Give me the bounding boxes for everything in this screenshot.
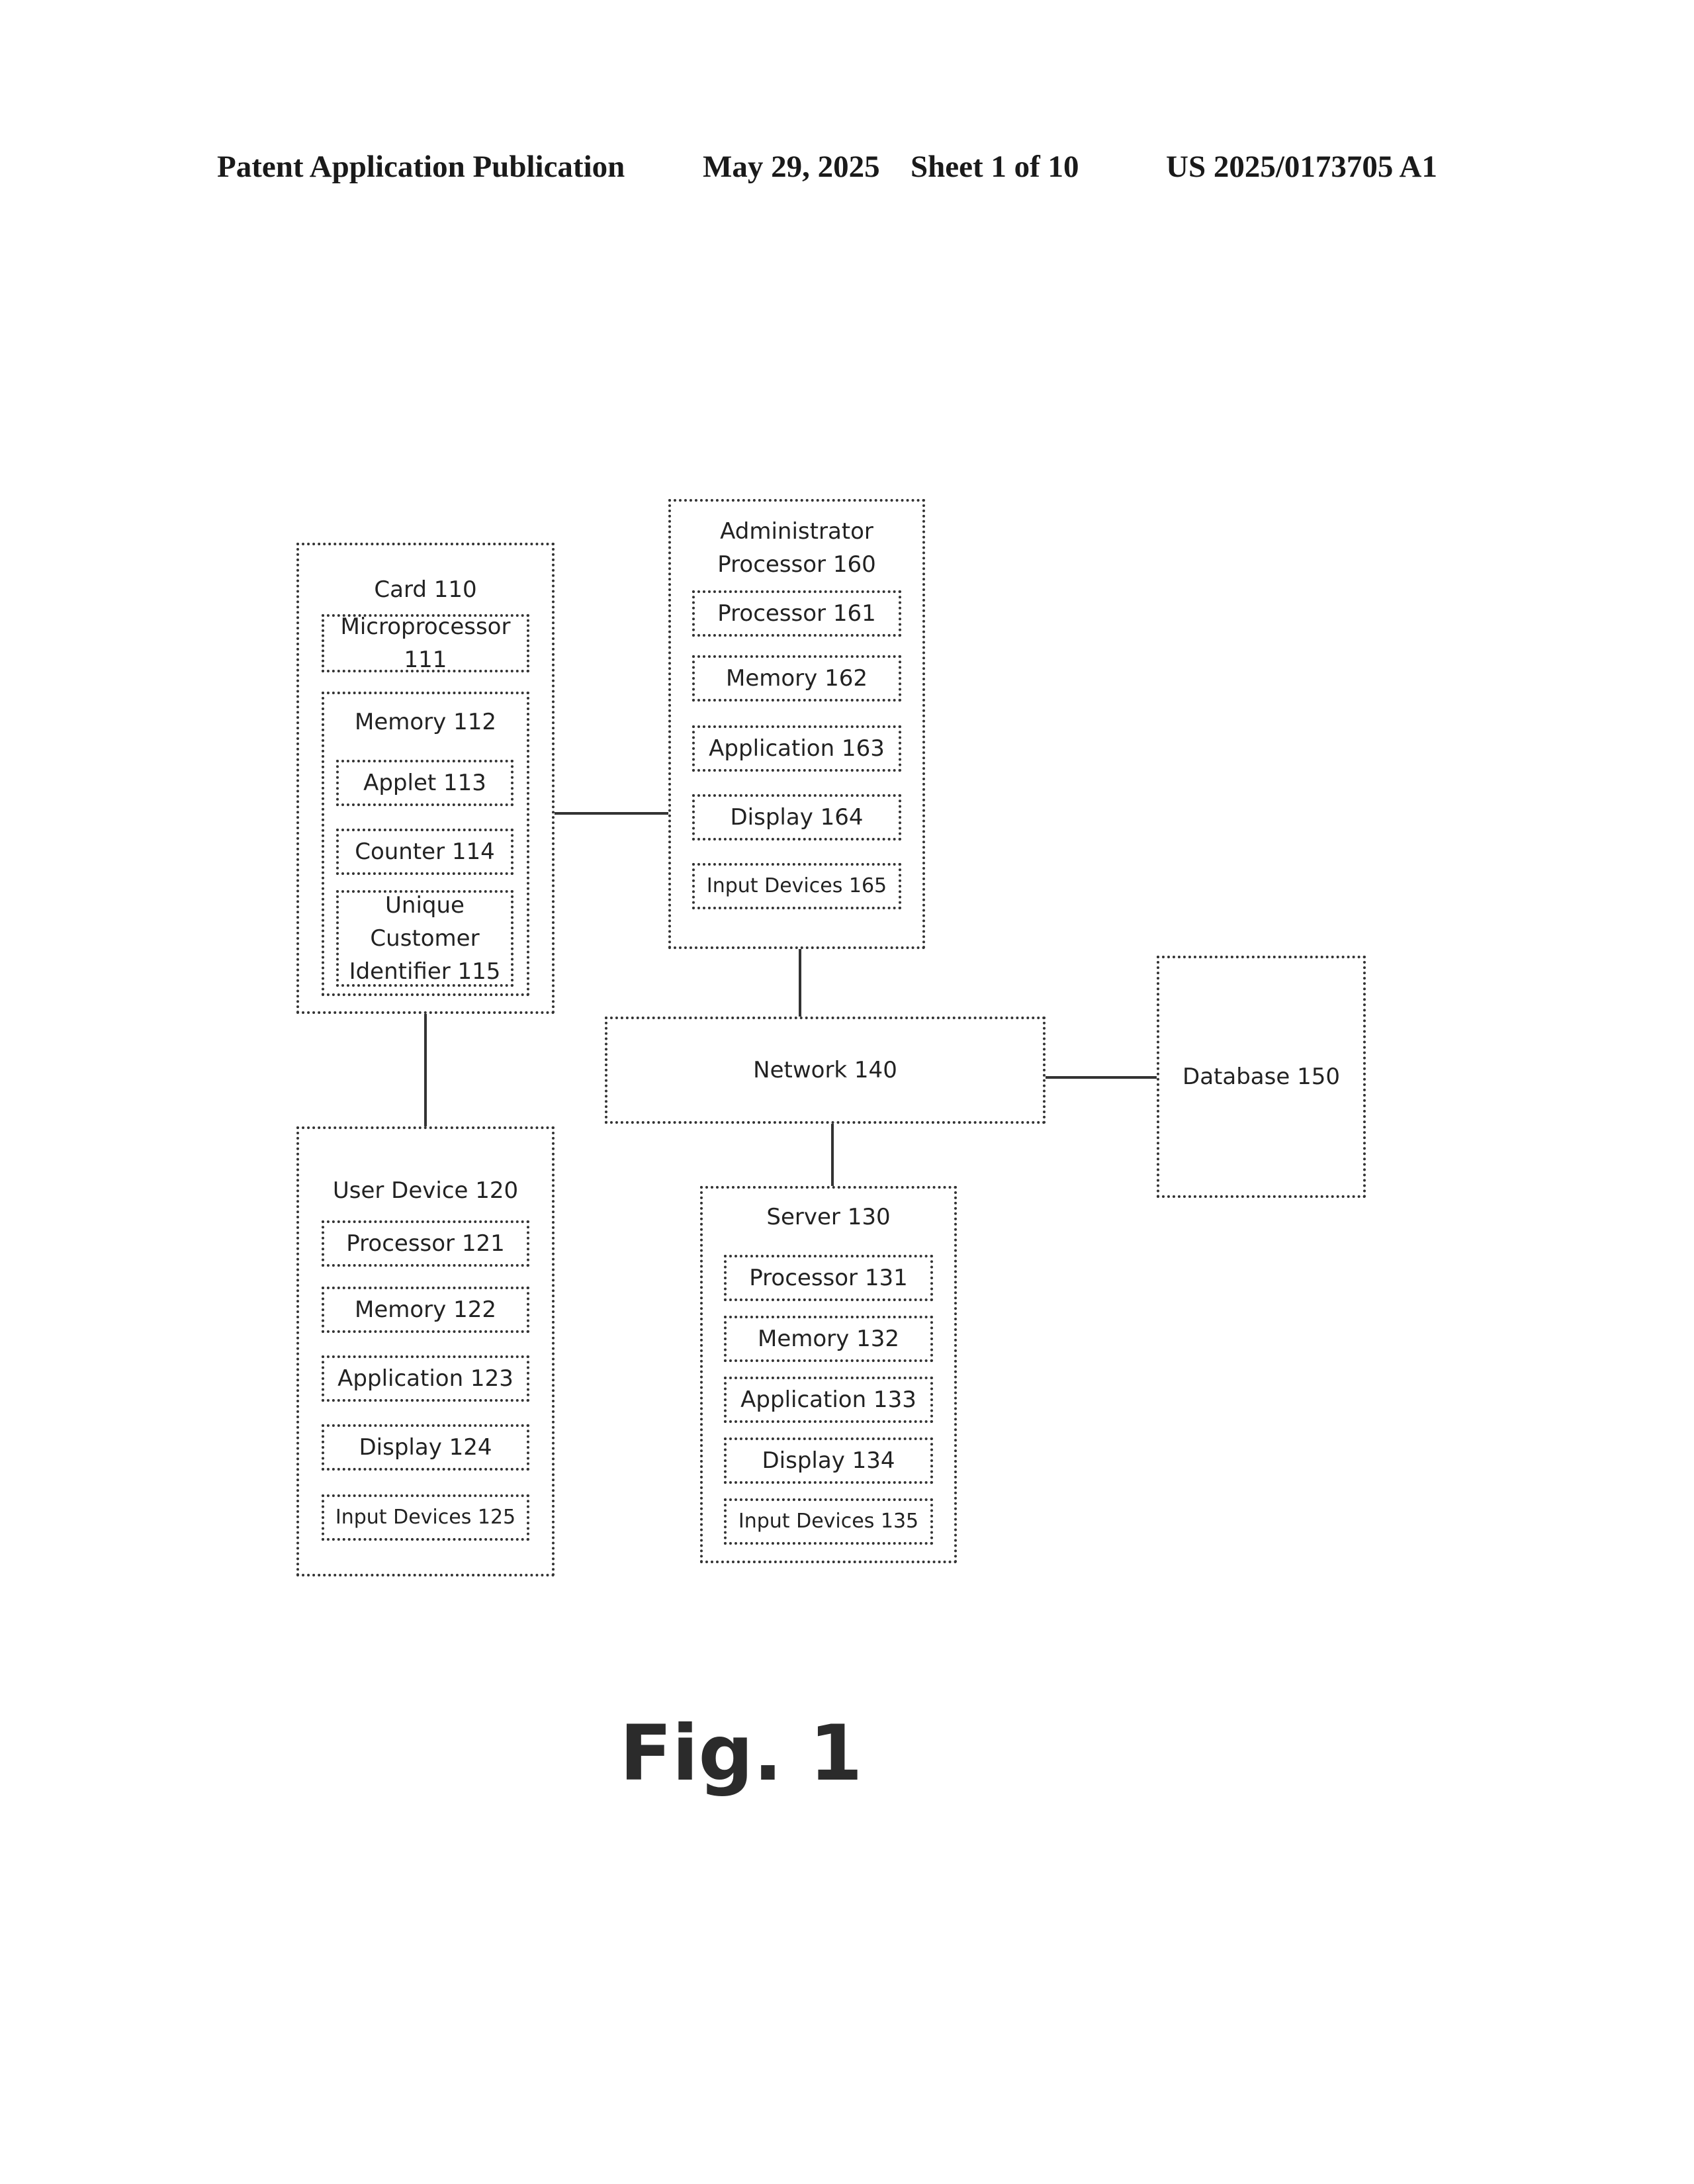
applet-box: Applet 113 bbox=[336, 760, 513, 806]
database-box: Database 150 bbox=[1157, 956, 1366, 1198]
header-date: May 29, 2025 bbox=[703, 150, 880, 184]
connector-card-userdevice bbox=[424, 1013, 427, 1129]
admin-display-item: Display 164 bbox=[692, 794, 901, 841]
header-number: US 2025/0173705 A1 bbox=[1166, 150, 1437, 184]
user-device-title: User Device 120 bbox=[332, 1177, 519, 1204]
card-memory-title: Memory 112 bbox=[355, 709, 496, 735]
admin-memory-item: Memory 162 bbox=[692, 655, 901, 702]
admin-processor-item: Processor 161 bbox=[692, 590, 901, 637]
connector-card-admin bbox=[553, 812, 671, 815]
server-application-item: Application 133 bbox=[724, 1377, 933, 1423]
admin-title-line1: Administrator bbox=[720, 518, 873, 545]
connector-network-server bbox=[831, 1122, 834, 1189]
microprocessor-box: Microprocessor 111 bbox=[322, 614, 529, 673]
admin-application-item: Application 163 bbox=[692, 725, 901, 772]
unique-identifier-box: Unique Customer Identifier 115 bbox=[336, 890, 513, 987]
admin-title-line2: Processor 160 bbox=[717, 551, 876, 578]
card-title: Card 110 bbox=[374, 576, 477, 603]
header-publication: Patent Application Publication bbox=[217, 150, 625, 184]
counter-box: Counter 114 bbox=[336, 829, 513, 875]
admin-input-devices-item: Input Devices 165 bbox=[692, 863, 901, 909]
user-input-devices-item: Input Devices 125 bbox=[322, 1494, 529, 1541]
header-sheet: Sheet 1 of 10 bbox=[911, 150, 1079, 184]
server-processor-item: Processor 131 bbox=[724, 1255, 933, 1301]
connector-admin-network bbox=[799, 948, 801, 1019]
user-application-item: Application 123 bbox=[322, 1355, 529, 1402]
network-box: Network 140 bbox=[605, 1017, 1046, 1124]
server-memory-item: Memory 132 bbox=[724, 1316, 933, 1362]
figure-caption: Fig. 1 bbox=[619, 1709, 863, 1798]
user-display-item: Display 124 bbox=[322, 1424, 529, 1471]
connector-network-database bbox=[1044, 1076, 1159, 1079]
user-processor-item: Processor 121 bbox=[322, 1220, 529, 1267]
server-input-devices-item: Input Devices 135 bbox=[724, 1498, 933, 1545]
user-memory-item: Memory 122 bbox=[322, 1287, 529, 1333]
server-display-item: Display 134 bbox=[724, 1437, 933, 1484]
server-title: Server 130 bbox=[766, 1204, 891, 1230]
